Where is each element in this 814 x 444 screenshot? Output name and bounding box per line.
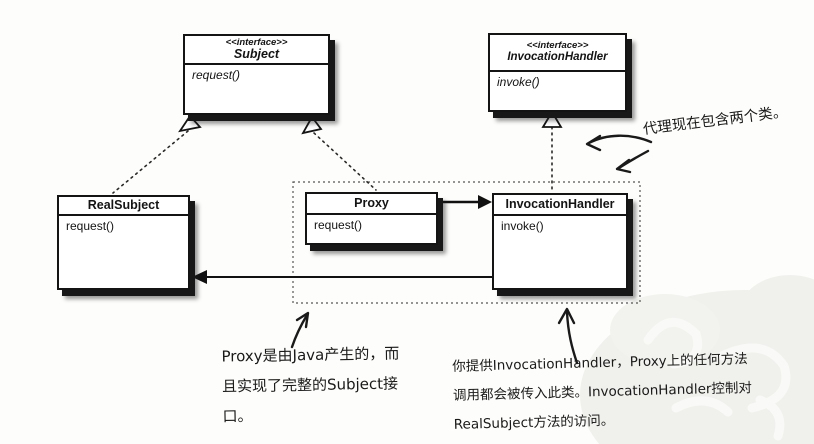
note-handler-controls-access: 你提供InvocationHandler，Proxy上的任何方法 调用都会被传入…	[452, 345, 753, 440]
proxy-class-method: request()	[314, 218, 363, 232]
proxy-group-dotted-rect	[292, 181, 641, 304]
hollow-triangle-icon	[301, 115, 323, 135]
annotation-arrow-to-group	[615, 149, 650, 174]
subject-interface-name: Subject	[233, 46, 280, 61]
handler-interface-name: InvocationHandler	[507, 51, 608, 64]
proxy-class-box: Proxy request()	[305, 192, 438, 245]
handler-interface-method: invoke()	[497, 75, 540, 89]
subject-interface-box: <<interface>> Subject request()	[183, 34, 330, 115]
note-line: 且实现了完整的Subject接	[221, 374, 399, 396]
handler-to-realsubject-arrow	[192, 270, 492, 284]
invocation-handler-class-method: invoke()	[501, 219, 544, 233]
invocation-handler-interface-box: <<interface>> InvocationHandler invoke()	[488, 33, 627, 112]
realsubject-class-box: RealSubject request()	[57, 195, 190, 290]
realsubject-class-method: request()	[66, 219, 115, 233]
invocation-handler-class-box: InvocationHandler invoke()	[492, 193, 628, 290]
subject-interface-method: request()	[192, 68, 241, 82]
note-proxy-generated-by-java: Proxy是由Java产生的，而 且实现了完整的Subject接 口。	[221, 338, 400, 431]
subject-stereotype-label: <<interface>>	[225, 36, 288, 48]
solid-arrowhead-icon	[478, 195, 492, 209]
annotation-arrow-to-interface	[585, 134, 653, 152]
solid-arrowhead-icon	[192, 270, 207, 284]
handler-implements-interface-connector	[541, 110, 563, 193]
annotation-arrow-from-handler-note	[557, 307, 579, 365]
realsubject-class-name: RealSubject	[87, 197, 160, 212]
proxy-implements-subject-connector	[301, 115, 377, 191]
annotation-arrow-from-proxy-note	[290, 311, 310, 349]
proxy-to-handler-arrow	[440, 195, 492, 209]
note-line: Proxy是由Java产生的，而	[221, 344, 400, 366]
realsubject-implements-subject-connector	[112, 114, 202, 194]
hollow-triangle-icon	[541, 110, 563, 128]
proxy-class-name: Proxy	[354, 195, 389, 210]
watermark	[580, 275, 814, 444]
invocation-handler-class-name: InvocationHandler	[505, 196, 615, 211]
handler-stereotype-label: <<interface>>	[526, 40, 589, 52]
hollow-triangle-icon	[178, 114, 202, 133]
note-line: 口。	[222, 407, 253, 426]
